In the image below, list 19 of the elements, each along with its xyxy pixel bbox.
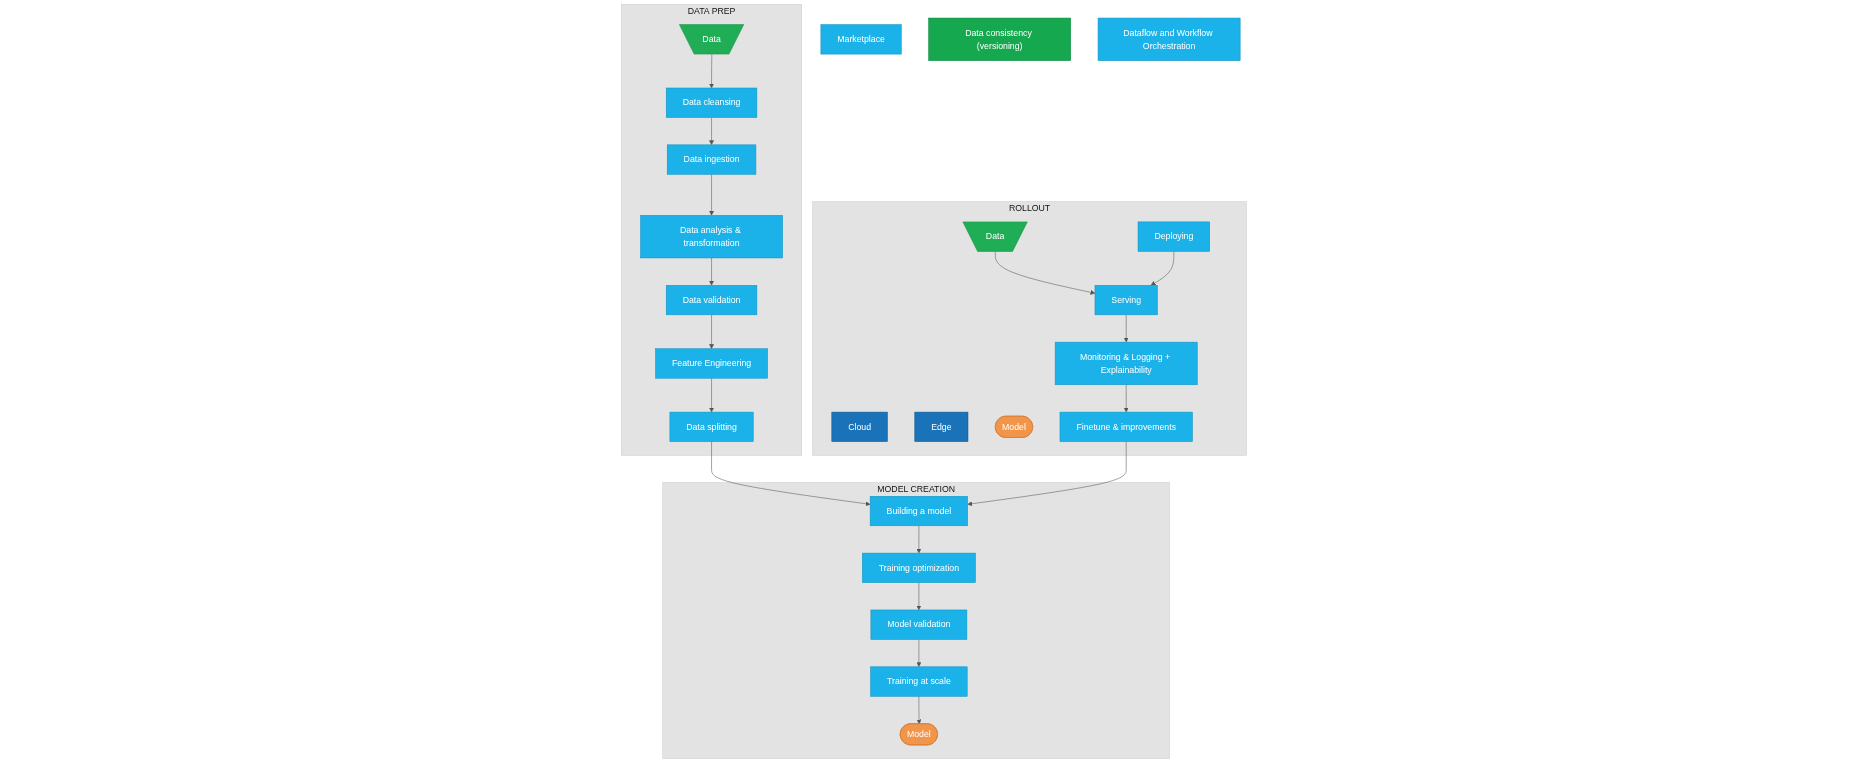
node-box: Deploying xyxy=(1137,221,1210,252)
node-box: Model validation xyxy=(870,609,967,640)
node-box: Cloud xyxy=(831,411,888,442)
node-box: Edge xyxy=(914,411,968,442)
node-box: Training optimization xyxy=(861,552,976,583)
node-box: Feature Engineering xyxy=(654,348,768,379)
node-box: Data splitting xyxy=(669,411,754,442)
node-box: Finetune & improvements xyxy=(1059,411,1193,442)
node-box: Marketplace xyxy=(820,24,902,55)
node-box: Building a model xyxy=(869,496,968,527)
node-box: Data ingestion xyxy=(666,144,756,175)
node-box: Data validation xyxy=(665,285,757,316)
node-box: Serving xyxy=(1094,285,1158,316)
node-box: Data analysis & transformation xyxy=(639,215,783,259)
node-box: Training at scale xyxy=(869,666,968,697)
node-box: Data cleansing xyxy=(665,87,757,118)
node-box: Monitoring & Logging + Explainability xyxy=(1054,341,1198,386)
node-box: Dataflow and Workflow Orchestration xyxy=(1097,17,1240,61)
node-box: Data consistency (versioning) xyxy=(927,17,1071,61)
